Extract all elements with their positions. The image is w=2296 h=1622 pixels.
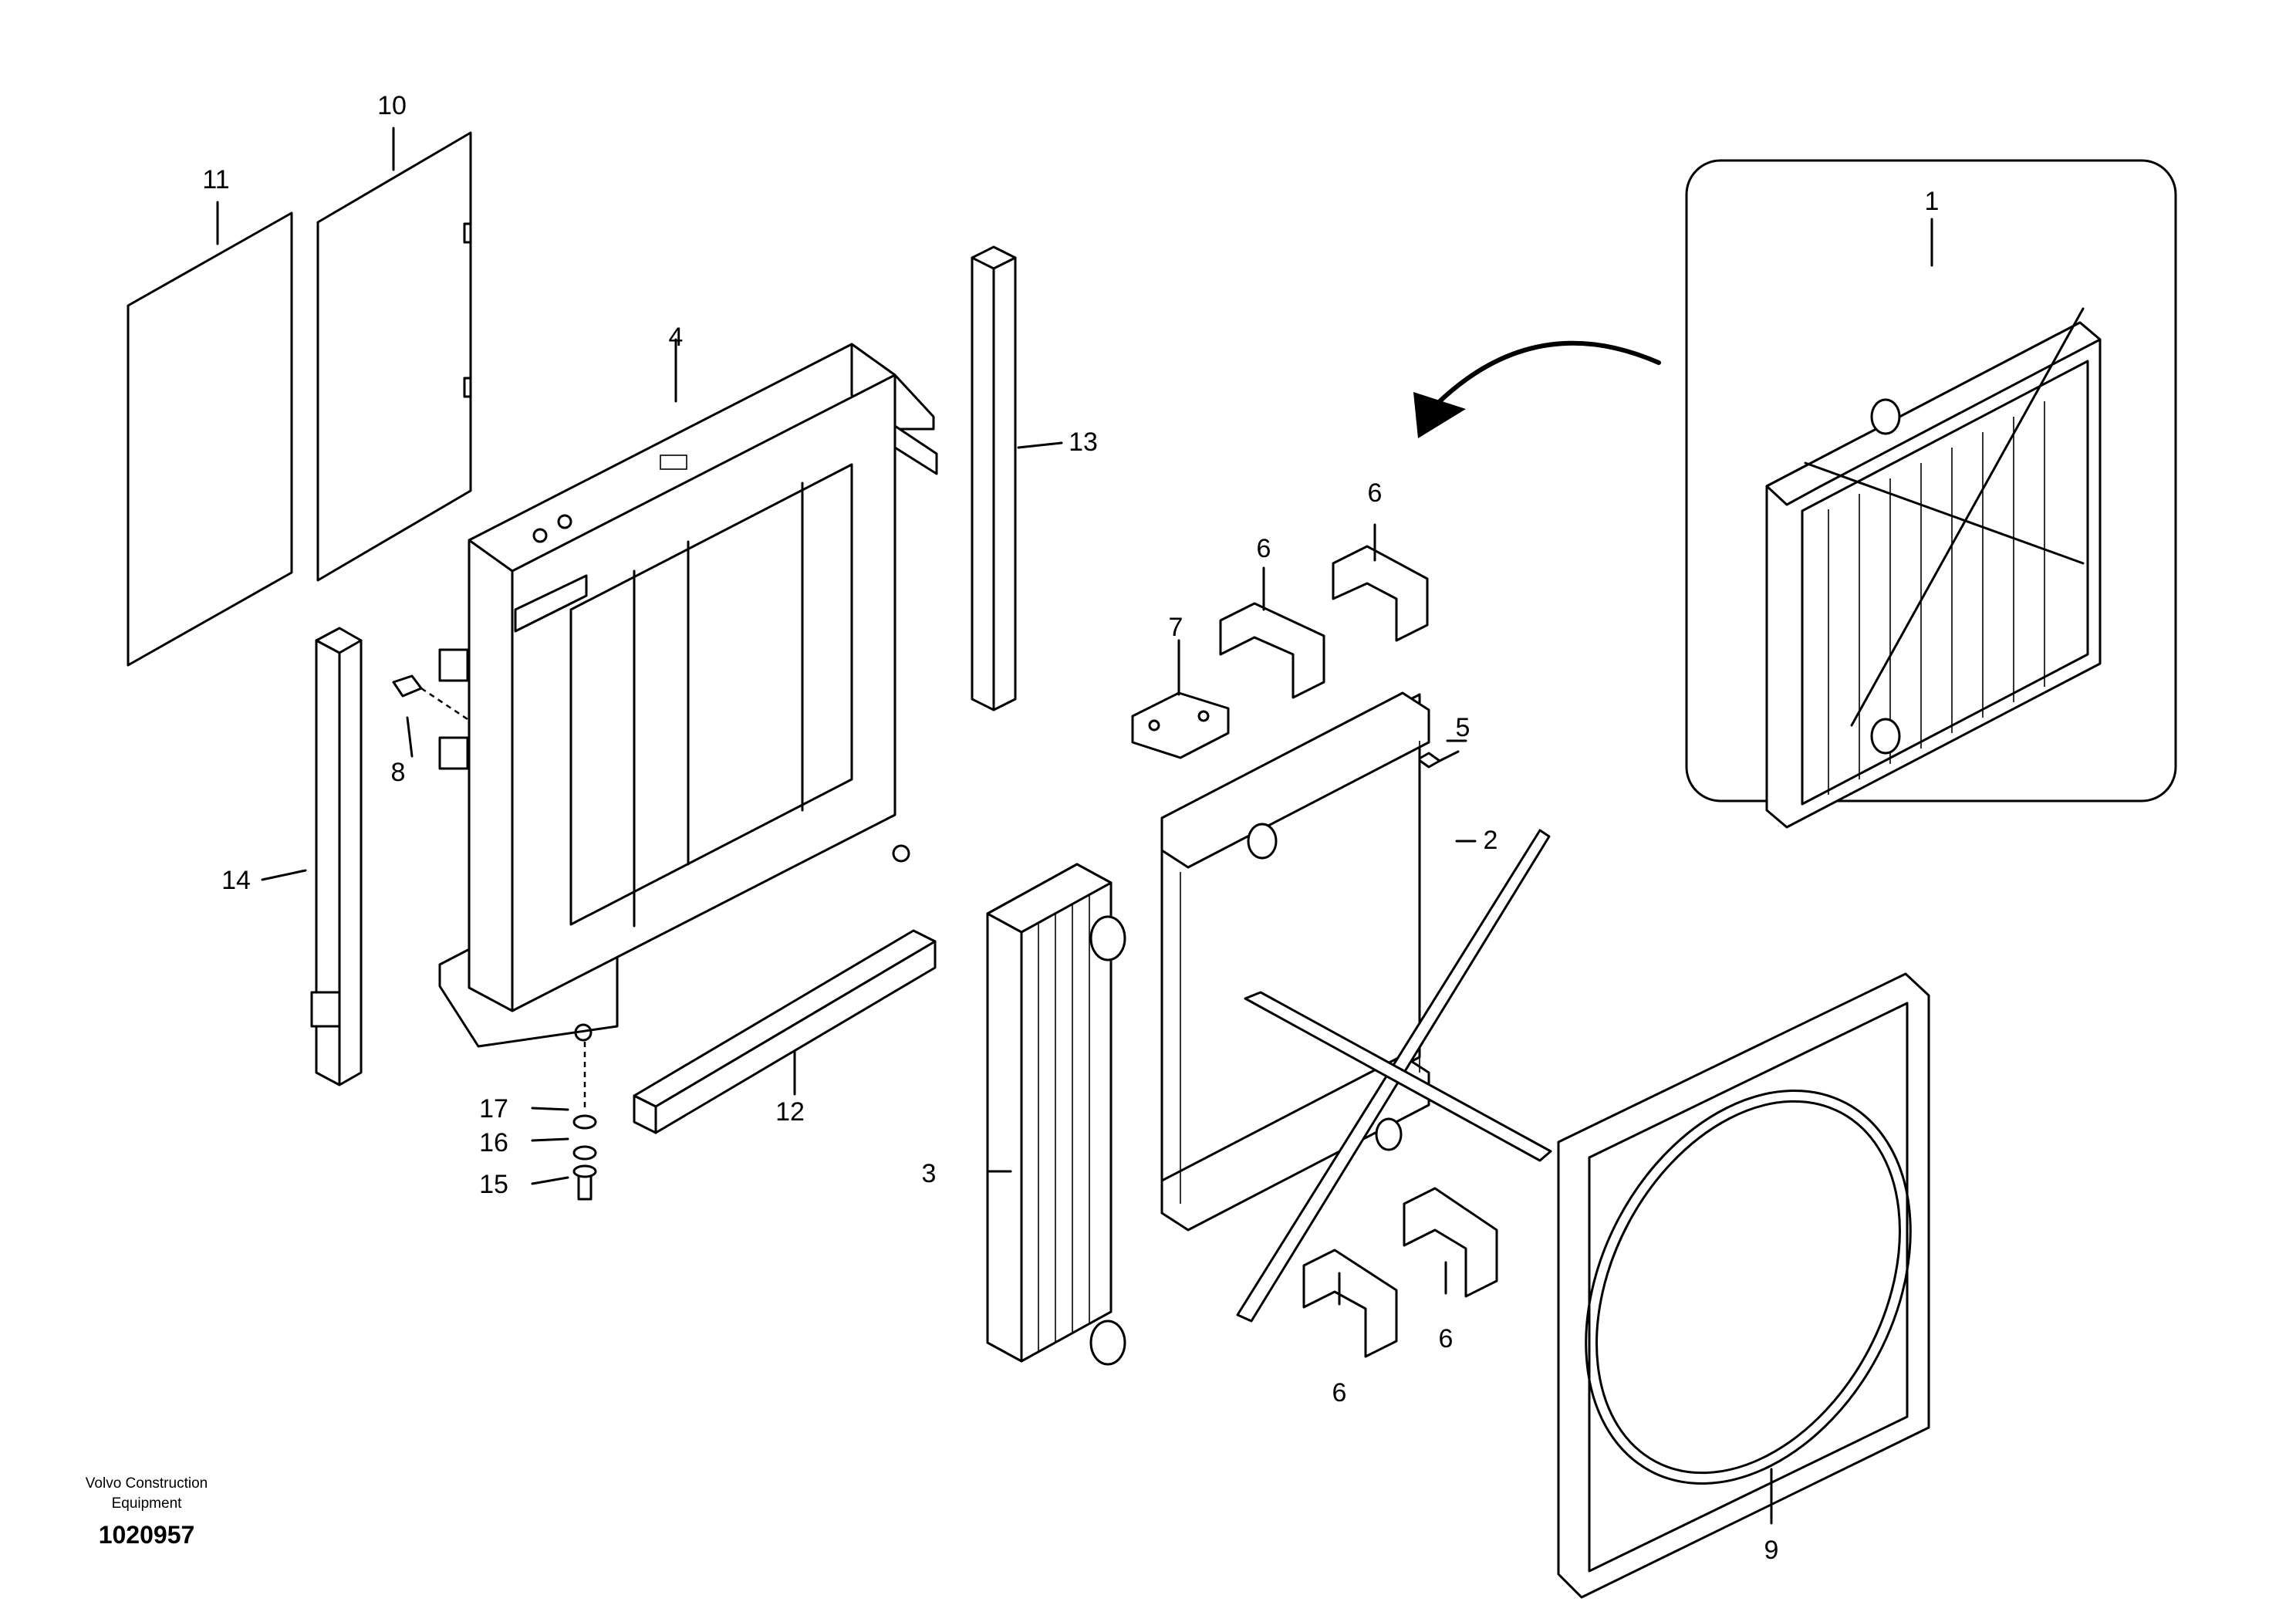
callout-7: 7 bbox=[1169, 613, 1183, 642]
callout-8: 8 bbox=[391, 758, 406, 787]
assembly-arrow bbox=[1413, 340, 1661, 438]
inset-frame bbox=[1685, 159, 2177, 803]
plug-part-5 bbox=[1416, 750, 1460, 769]
sensor-part-8 bbox=[392, 674, 468, 721]
callout-5: 5 bbox=[1456, 713, 1470, 742]
callout-6-upper-right: 6 bbox=[1368, 478, 1383, 508]
callout-15: 15 bbox=[479, 1170, 508, 1199]
mount-part-6-lower-left bbox=[1302, 1249, 1398, 1358]
fan-shroud-part-9 bbox=[1557, 972, 1930, 1599]
callout-17: 17 bbox=[479, 1094, 508, 1124]
mount-part-6-lower-right bbox=[1403, 1187, 1498, 1298]
callout-6-lower-left: 6 bbox=[1332, 1378, 1347, 1407]
callout-6-lower-right: 6 bbox=[1439, 1324, 1454, 1353]
brand-line-1: Volvo Construction bbox=[86, 1475, 208, 1492]
frame-part-4 bbox=[438, 343, 938, 1048]
intercooler-part-3 bbox=[986, 863, 1126, 1366]
callout-labels: 1 2 3 4 5 6 6 6 6 7 8 9 10 11 12 13 14 1… bbox=[202, 91, 1939, 1565]
assembled-radiator-inset bbox=[1685, 159, 2177, 829]
seal-part-13 bbox=[971, 245, 1017, 711]
callout-10: 10 bbox=[377, 91, 407, 120]
document-number: 1020957 bbox=[99, 1521, 195, 1549]
mount-part-6-upper-right bbox=[1332, 545, 1429, 642]
callout-3: 3 bbox=[922, 1159, 937, 1188]
seal-part-14 bbox=[310, 627, 363, 1086]
callout-1: 1 bbox=[1925, 187, 1940, 216]
footer: Volvo Construction Equipment 1020957 bbox=[86, 1475, 208, 1549]
callout-14: 14 bbox=[221, 866, 251, 895]
callout-16: 16 bbox=[479, 1128, 508, 1157]
fasteners-parts-15-17 bbox=[572, 1042, 597, 1201]
panel-part-10 bbox=[316, 131, 472, 582]
spring-washer-part-16 bbox=[572, 1145, 597, 1161]
brand-line-2: Equipment bbox=[112, 1495, 183, 1512]
callout-6-upper-left: 6 bbox=[1257, 534, 1271, 563]
callout-13: 13 bbox=[1069, 427, 1098, 457]
leader-lines bbox=[216, 127, 1933, 1525]
callout-12: 12 bbox=[775, 1097, 805, 1127]
callout-11: 11 bbox=[202, 165, 229, 194]
callout-4: 4 bbox=[669, 323, 684, 352]
mount-part-6-upper-left bbox=[1219, 602, 1325, 699]
bracket-part-7 bbox=[1131, 691, 1230, 759]
callout-9: 9 bbox=[1764, 1536, 1779, 1565]
seal-part-12 bbox=[633, 929, 937, 1134]
panel-part-11 bbox=[127, 211, 293, 667]
callout-2: 2 bbox=[1484, 826, 1498, 855]
washer-part-17 bbox=[572, 1114, 597, 1130]
radiator-assembly-part-1 bbox=[1765, 307, 2102, 829]
radiator-part-2 bbox=[1160, 691, 1552, 1323]
